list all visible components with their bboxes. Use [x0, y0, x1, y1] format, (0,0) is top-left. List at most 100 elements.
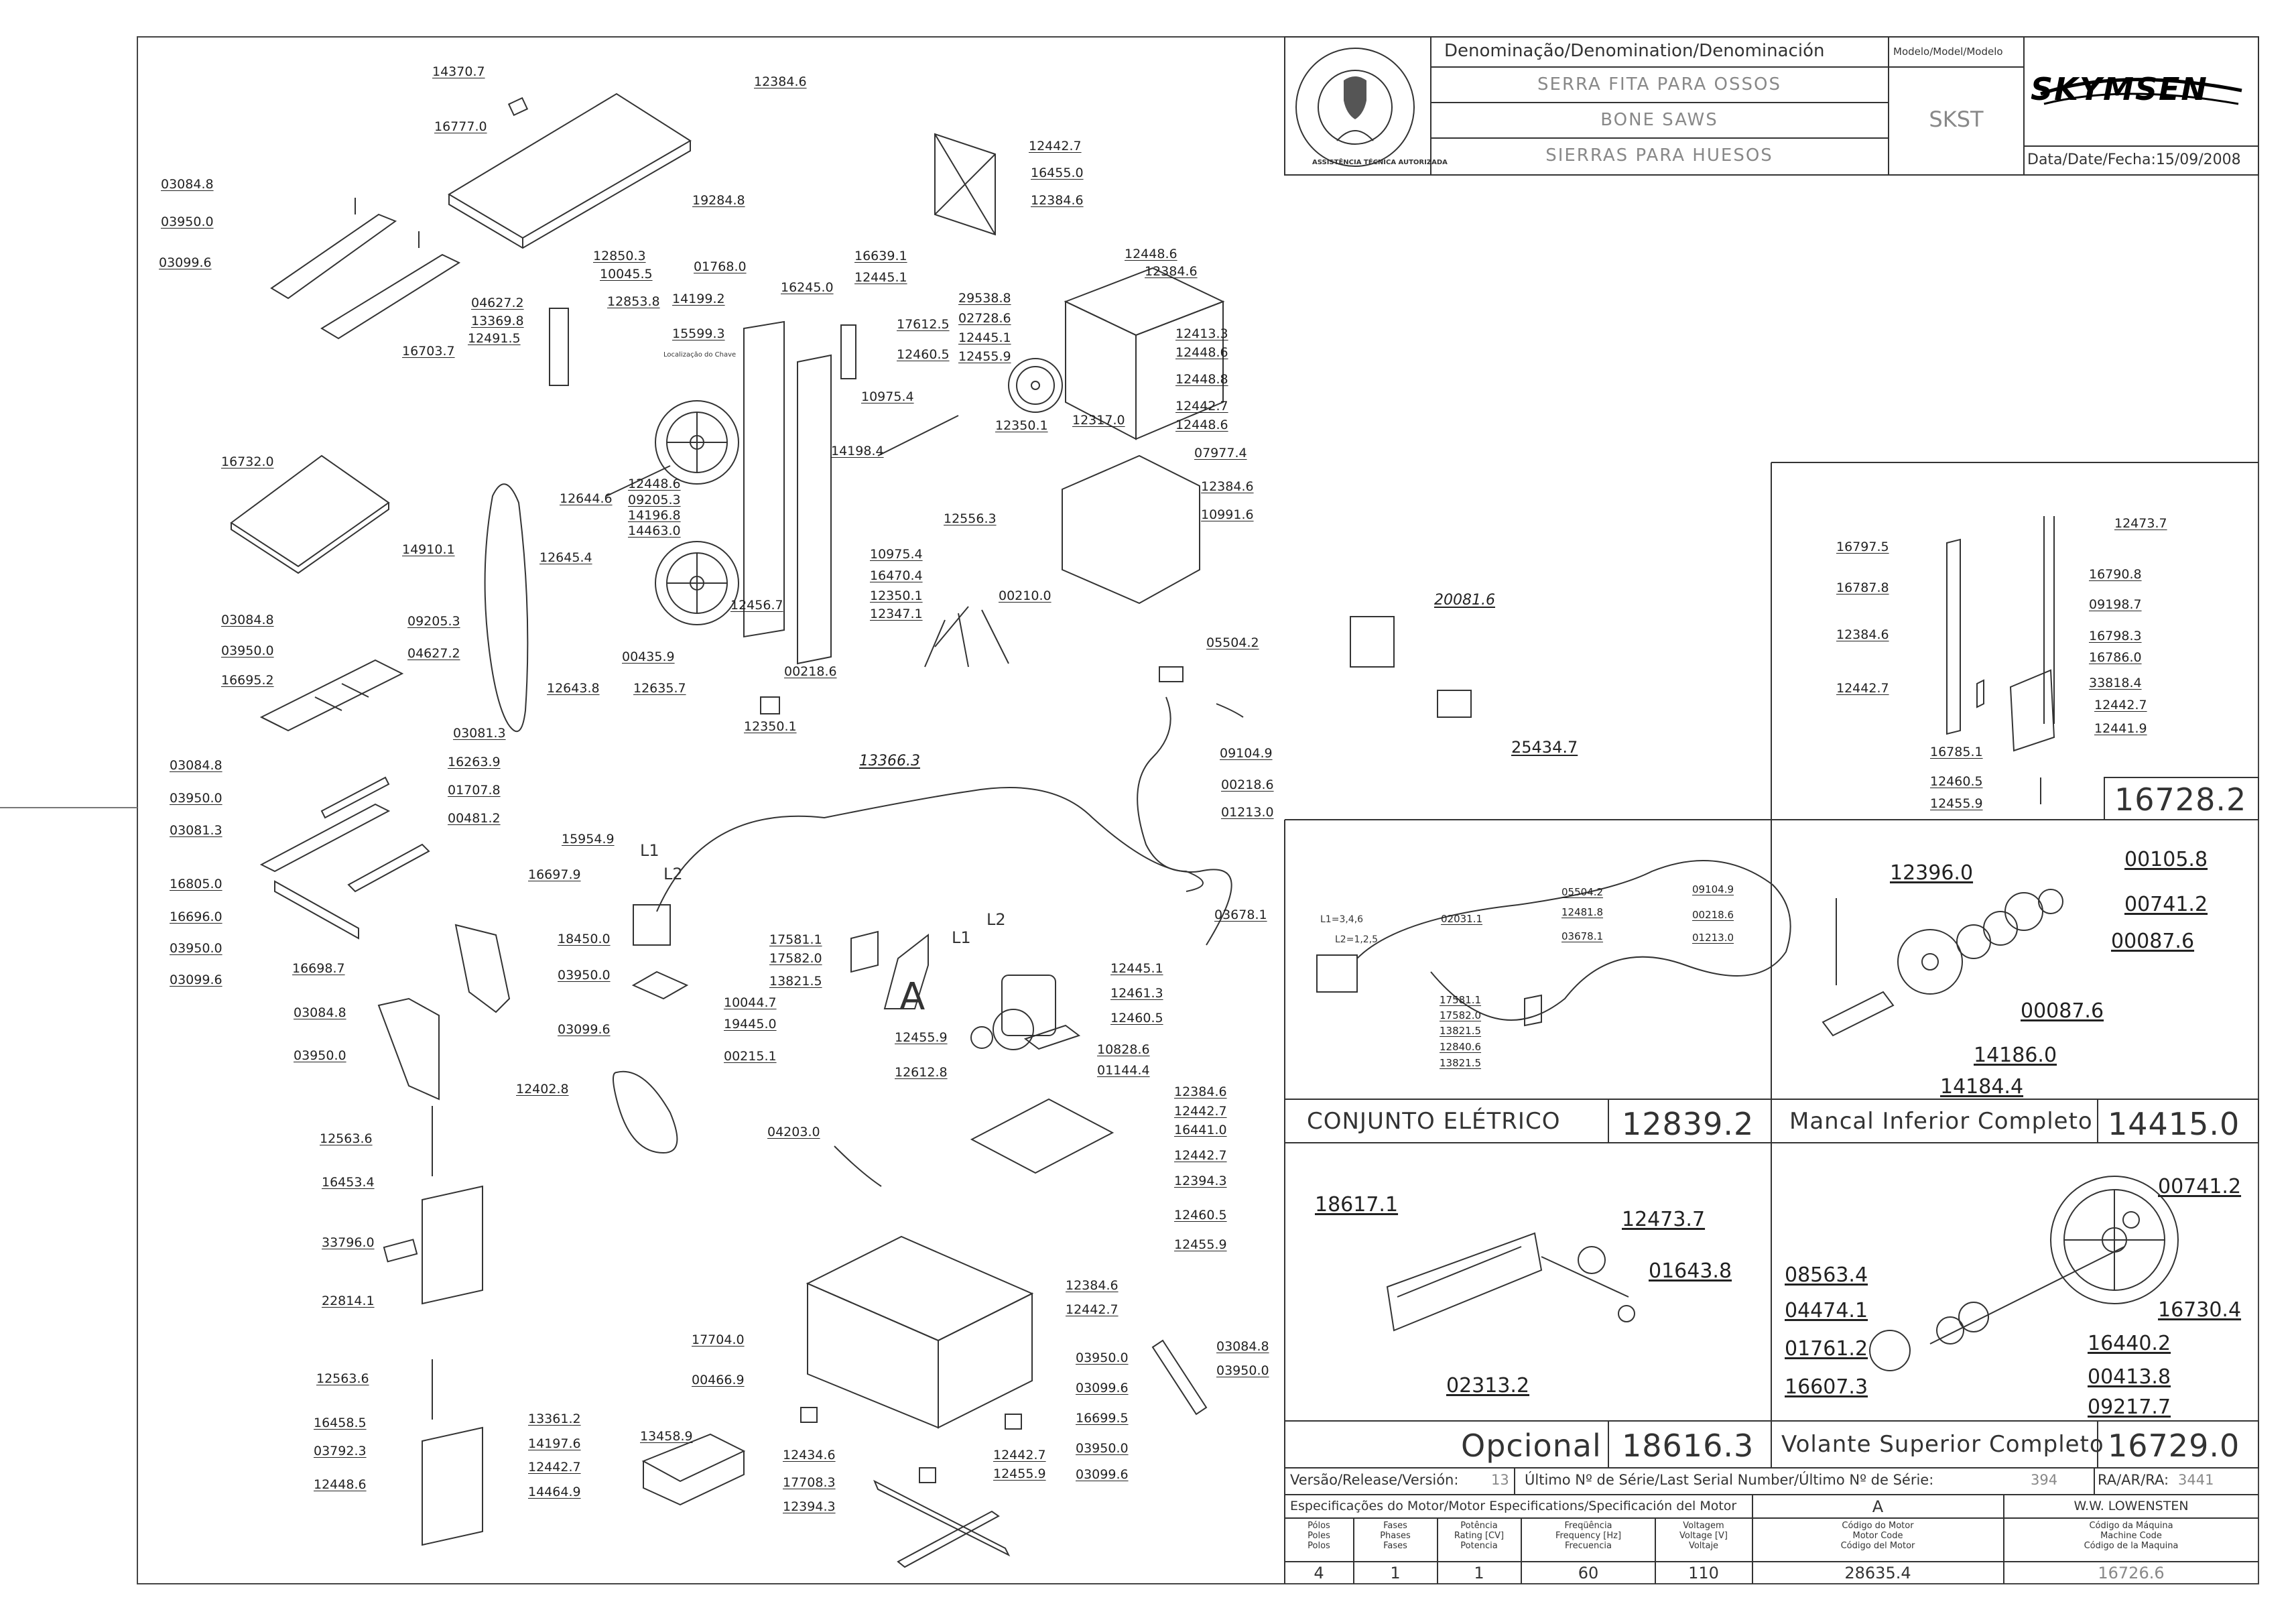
part-callout: 12350.1 [995, 418, 1048, 433]
part-callout: 12448.6 [314, 1477, 367, 1492]
part-callout: 00741.2 [2158, 1175, 2242, 1198]
part-callout: 12394.3 [783, 1499, 836, 1514]
part-callout: 17704.0 [692, 1332, 745, 1347]
part-callout: 03950.0 [161, 214, 214, 229]
part-callout: 01761.2 [1785, 1337, 1868, 1361]
part-callout: 12840.6 [1440, 1041, 1482, 1053]
part-callout: 16695.2 [221, 673, 274, 688]
part-callout: 18450.0 [558, 932, 611, 946]
model-code: SKST [1929, 107, 1984, 132]
part-callout: 12460.5 [1110, 1011, 1163, 1025]
part-callout: 03950.0 [170, 791, 222, 806]
part-callout: 12442.7 [2094, 698, 2147, 712]
guide-assembly-drawing [1946, 516, 2055, 804]
part-callout: 00218.6 [784, 664, 837, 679]
part-callout: 03950.0 [221, 643, 274, 658]
part-callout: 14910.1 [402, 542, 455, 557]
part-callout: 16790.8 [2089, 567, 2142, 582]
part-callout: 18617.1 [1315, 1193, 1399, 1216]
part-callout: 12384.6 [1145, 264, 1198, 279]
part-callout: 03099.6 [1076, 1467, 1129, 1482]
part-callout: 12445.1 [958, 330, 1011, 345]
part-callout: 12445.1 [1110, 961, 1163, 976]
small-hardware-cluster [760, 606, 1472, 1187]
bearing-assembly-drawing [1822, 889, 2063, 1037]
part-callout: 00210.0 [999, 588, 1051, 603]
part-callout: 16245.0 [781, 280, 834, 295]
model-label: Modelo/Model/Modelo [1893, 46, 2003, 58]
part-callout: 16797.5 [1836, 540, 1889, 554]
part-callout: 14186.0 [1974, 1044, 2057, 1067]
part-callout: 12563.6 [316, 1371, 369, 1386]
part-callout: 10044.7 [724, 995, 777, 1010]
part-callout: 12442.7 [1174, 1148, 1227, 1163]
l2-mark: L2 [663, 865, 683, 883]
part-callout: 16440.2 [2088, 1332, 2171, 1355]
part-callout: 12645.4 [539, 550, 592, 565]
part-callout: 00466.9 [692, 1373, 745, 1387]
col-poles-1: Poles [1308, 1531, 1330, 1541]
belt [484, 483, 678, 1154]
part-callout: 12347.1 [870, 607, 923, 621]
col-phases-1: Phases [1380, 1531, 1411, 1541]
part-callout: 12481.8 [1561, 906, 1604, 918]
part-callout: 12442.7 [1029, 139, 1082, 153]
part-callout: 12442.7 [1066, 1302, 1119, 1317]
col-motor-code-1: Motor Code [1852, 1531, 1903, 1541]
power-value: 1 [1474, 1564, 1484, 1582]
ra-value: 3441 [2178, 1472, 2214, 1488]
part-callout: 03678.1 [1214, 908, 1267, 922]
lower-frames [259, 659, 511, 1101]
saw-wheels [606, 358, 1063, 625]
sticker-label: 20081.6 [1434, 592, 1495, 609]
part-callout: 12448.8 [1175, 372, 1228, 387]
part-callout: 03081.3 [170, 823, 222, 838]
part-callout: 16732.0 [221, 454, 274, 469]
part-callout: 16730.4 [2158, 1298, 2242, 1322]
part-callout: 09104.9 [1692, 883, 1734, 895]
electric-panel-title: CONJUNTO ELÉTRICO [1307, 1108, 1561, 1135]
col-freq-1: Frequency [Hz] [1555, 1531, 1622, 1541]
part-callout: 16470.4 [870, 568, 923, 583]
part-callout: 09198.7 [2089, 597, 2142, 612]
part-callout: 13821.5 [769, 974, 822, 989]
l1-mark: L1 [640, 841, 659, 860]
top-cover [448, 92, 692, 249]
part-callout: 12384.6 [1031, 193, 1084, 208]
part-callout: 12455.9 [1174, 1237, 1227, 1252]
part-callout: 12473.7 [1622, 1208, 1706, 1231]
electric-panel-code: 12839.2 [1622, 1106, 1755, 1142]
part-callout: 00435.9 [622, 649, 675, 664]
part-callout: 00215.1 [724, 1049, 777, 1064]
part-callout: 09217.7 [2088, 1395, 2171, 1419]
frequency-value: 60 [1578, 1564, 1599, 1582]
part-callout: 12442.7 [528, 1460, 581, 1475]
electric-assembly-drawing [1316, 860, 1791, 1027]
part-callout: 03792.3 [314, 1444, 367, 1458]
part-callout: 16696.0 [170, 910, 222, 924]
part-callout: 00218.6 [1692, 909, 1734, 921]
part-callout: 12317.0 [1072, 413, 1125, 428]
col-freq-2: Frecuencia [1565, 1541, 1612, 1551]
col-freq-0: Freqüência [1564, 1521, 1612, 1531]
part-callout: 03950.0 [170, 941, 222, 956]
part-callout: 17582.0 [769, 951, 822, 966]
side-panels [383, 1106, 1208, 1546]
part-callout: 12384.6 [1174, 1084, 1227, 1099]
part-callout: 03950.0 [1216, 1363, 1269, 1378]
part-callout: 03678.1 [1561, 930, 1604, 942]
part-callout: 16786.0 [2089, 650, 2142, 665]
part-callout: 12441.9 [2094, 721, 2147, 736]
motor-l2-mark: L2 [986, 910, 1006, 929]
seal-text: ASSISTÊNCIA TÉCNICA AUTORIZADA [1312, 159, 1448, 166]
l1-wiring-note: L1=3,4,6 [1320, 914, 1364, 925]
part-callout: 01707.8 [448, 783, 501, 798]
part-callout: 17582.0 [1440, 1009, 1482, 1021]
optional-panel-code: 18616.3 [1622, 1428, 1755, 1464]
back-box [934, 133, 1225, 605]
part-callout: 00087.6 [2021, 999, 2104, 1023]
col-motor-code-0: Código do Motor [1842, 1521, 1914, 1531]
l2-wiring-note: L2=1,2,5 [1335, 934, 1379, 945]
motor-spec-label: Especificações do Motor/Motor Especifica… [1290, 1499, 1737, 1513]
part-callout: 02031.1 [1441, 913, 1483, 925]
